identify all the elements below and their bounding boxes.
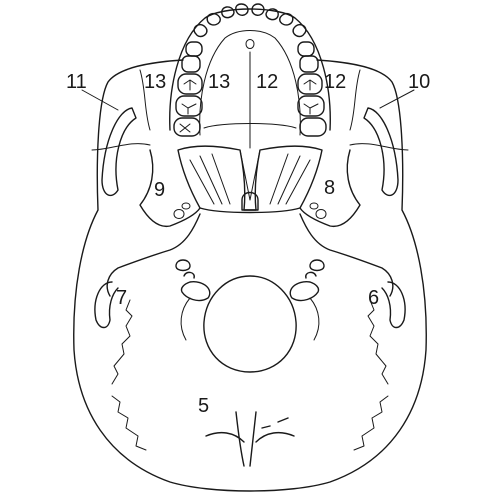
right-occipital-condyle — [289, 281, 320, 302]
left-greater-wing — [139, 149, 201, 228]
label-12-left: 12 — [256, 71, 279, 93]
right-occipitomastoid-suture — [367, 299, 389, 385]
pterygoid-lines — [189, 149, 311, 205]
label-13-left: 13 — [144, 71, 167, 93]
left-occipital-condyle — [180, 281, 211, 302]
label-9: 9 — [154, 179, 166, 201]
left-zygomatic-arch — [101, 107, 137, 197]
right-zygomaxillary-suture — [349, 69, 409, 151]
dental-arch — [169, 8, 331, 131]
left-lambdoid-suture — [111, 395, 147, 451]
transverse-palatine-suture — [203, 123, 297, 129]
palate-inner-outline — [199, 30, 301, 136]
label-10: 10 — [408, 71, 431, 93]
foramen-magnum — [203, 275, 297, 373]
right-mastoid — [381, 281, 406, 329]
right-zygomatic-arch — [363, 107, 399, 197]
leader-line-11 — [81, 89, 119, 111]
label-13-right: 13 — [208, 71, 231, 93]
incisive-foramen — [245, 39, 255, 49]
incisor-teeth — [193, 3, 307, 38]
label-11: 11 — [66, 71, 87, 93]
external-occipital-crest — [205, 411, 295, 467]
label-8: 8 — [324, 177, 336, 199]
right-petrous — [299, 213, 394, 297]
label-7: 7 — [116, 287, 128, 309]
left-molars — [173, 41, 203, 137]
left-zygomaxillary-suture — [91, 69, 151, 151]
left-petrous — [106, 213, 201, 297]
left-occipitomastoid-suture — [111, 299, 133, 385]
label-12-right: 12 — [324, 71, 347, 93]
label-6: 6 — [368, 287, 380, 309]
right-carotid — [305, 259, 325, 279]
right-molars — [297, 41, 327, 137]
left-carotid — [175, 259, 195, 279]
leader-line-10 — [379, 89, 415, 109]
foramen-ovale-left — [173, 202, 191, 219]
right-greater-wing — [299, 149, 361, 228]
skull-outline — [73, 59, 427, 492]
vomer — [241, 191, 259, 211]
label-5: 5 — [198, 395, 210, 417]
foramen-ovale-right — [309, 202, 327, 219]
right-lambdoid-suture — [353, 395, 389, 451]
left-mastoid — [94, 281, 119, 329]
